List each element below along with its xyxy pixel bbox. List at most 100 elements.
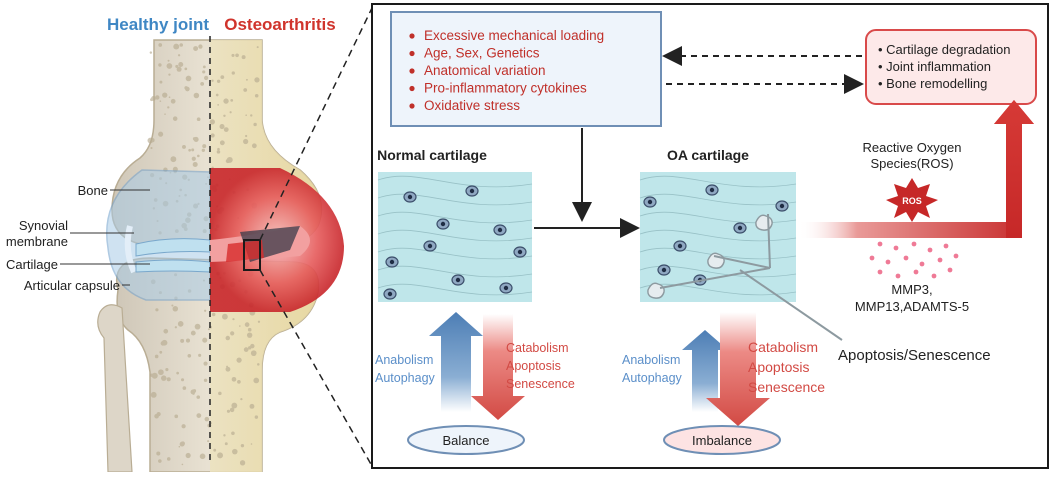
apoptosis-senescence-label: Apoptosis/Senescence	[838, 347, 991, 364]
bone-pore	[180, 338, 185, 343]
oa-apoptosis: Apoptosis	[748, 359, 809, 375]
bone-pore	[154, 413, 159, 419]
bone-pore	[247, 327, 252, 332]
synovial-membrane	[124, 225, 137, 274]
bone-pore	[203, 361, 208, 366]
bone-pore	[245, 78, 248, 81]
bone-pore	[220, 75, 225, 80]
bone-pore	[216, 79, 221, 83]
bone-pore	[181, 463, 184, 466]
oa-autophagy: Autophagy	[622, 371, 683, 385]
collagen-fiber	[639, 193, 797, 206]
bone-pore	[246, 332, 253, 338]
cell-nucleus	[455, 277, 461, 283]
cell-nucleus	[497, 227, 503, 233]
collagen-fiber	[377, 211, 533, 224]
bone-pore	[219, 140, 225, 146]
bone-pore	[181, 424, 186, 429]
bone-pore	[217, 104, 220, 106]
oa-anabolic-arrow	[682, 330, 728, 412]
osteoarthritis-title: Osteoarthritis	[224, 15, 335, 34]
bone-pore	[243, 347, 249, 353]
oa-catabolic-arrow	[706, 312, 770, 426]
bone-pore	[210, 133, 215, 138]
cell-nucleus	[387, 291, 393, 297]
collagen-fiber	[377, 283, 533, 296]
bone-pore	[231, 376, 237, 382]
oa-cartilage-tissue	[640, 172, 796, 302]
collagen-fiber	[639, 265, 797, 278]
collagen-fiber	[377, 229, 533, 242]
bone-pore	[147, 137, 154, 144]
bone-pore	[165, 368, 169, 372]
bone-pore	[202, 337, 208, 343]
bone-pore	[187, 78, 190, 81]
collagen-fiber	[377, 175, 533, 188]
cell-nucleus	[661, 267, 667, 273]
bone-pore	[231, 53, 235, 57]
bone-pore	[241, 55, 246, 60]
bone-pore	[159, 100, 162, 102]
cell-nucleus	[407, 194, 413, 200]
mmp-dot	[937, 257, 943, 263]
bone-pore	[213, 448, 217, 452]
bone-pore	[179, 43, 184, 47]
normal-anabolism: Anabolism	[375, 353, 433, 367]
outcome-item: • Cartilage degradation	[878, 42, 1010, 57]
zoom-region-box	[243, 239, 261, 271]
bone-pore	[230, 331, 235, 336]
cell-nucleus	[779, 203, 785, 209]
collagen-fiber	[377, 247, 533, 260]
bone-pore	[175, 64, 179, 68]
mmp-dot	[943, 243, 949, 249]
bone-pore	[174, 414, 179, 419]
bone-pore	[185, 338, 191, 343]
bone-pore	[199, 453, 206, 460]
bone-pore	[190, 330, 196, 336]
cell-nucleus	[677, 243, 683, 249]
bone-pore	[244, 322, 250, 327]
mmp-dot	[869, 255, 875, 261]
collagen-fiber	[639, 229, 797, 242]
bone-pore	[166, 457, 171, 461]
bone-pore	[180, 378, 185, 382]
factor-item: Pro-inflammatory cytokines	[424, 81, 587, 96]
bone-pore	[250, 443, 253, 445]
imbalance-label: Imbalance	[692, 433, 752, 448]
normal-autophagy: Autophagy	[375, 371, 436, 385]
mmp-dot	[931, 273, 937, 279]
bone-pore	[200, 82, 205, 86]
bone-pore	[223, 127, 229, 133]
bone-pore	[223, 434, 226, 437]
bone-pore	[198, 44, 203, 49]
bone-pore	[240, 443, 245, 448]
normal-senescence: Senescence	[506, 377, 575, 391]
bone-pore	[155, 95, 160, 100]
bone-pore	[185, 86, 190, 92]
bone-pore	[185, 452, 191, 459]
bone-pore	[192, 161, 198, 167]
joint-illustration	[60, 7, 373, 473]
mmp-dot	[913, 269, 919, 275]
bone-pore	[182, 144, 186, 149]
bone-pore	[202, 70, 206, 74]
mmp-dots	[869, 241, 959, 279]
mmp-dot	[927, 247, 933, 253]
bone-pore	[158, 459, 162, 463]
ros-burst-icon	[886, 178, 938, 222]
normal-apoptosis: Apoptosis	[506, 359, 561, 373]
mmp-dot	[885, 259, 891, 265]
bone-pore	[237, 379, 241, 384]
bone-pore	[170, 156, 177, 163]
cell-nucleus	[503, 285, 509, 291]
factor-bullet	[409, 33, 415, 39]
bone-pore	[248, 346, 252, 350]
bone-pore	[178, 445, 181, 448]
risk-factor-box	[390, 11, 662, 127]
factor-item: Excessive mechanical loading	[424, 28, 604, 43]
factor-item: Age, Sex, Genetics	[424, 46, 540, 61]
bone-pore	[204, 416, 210, 422]
factor-item: Anatomical variation	[424, 63, 546, 78]
mmp-dot	[953, 253, 959, 259]
